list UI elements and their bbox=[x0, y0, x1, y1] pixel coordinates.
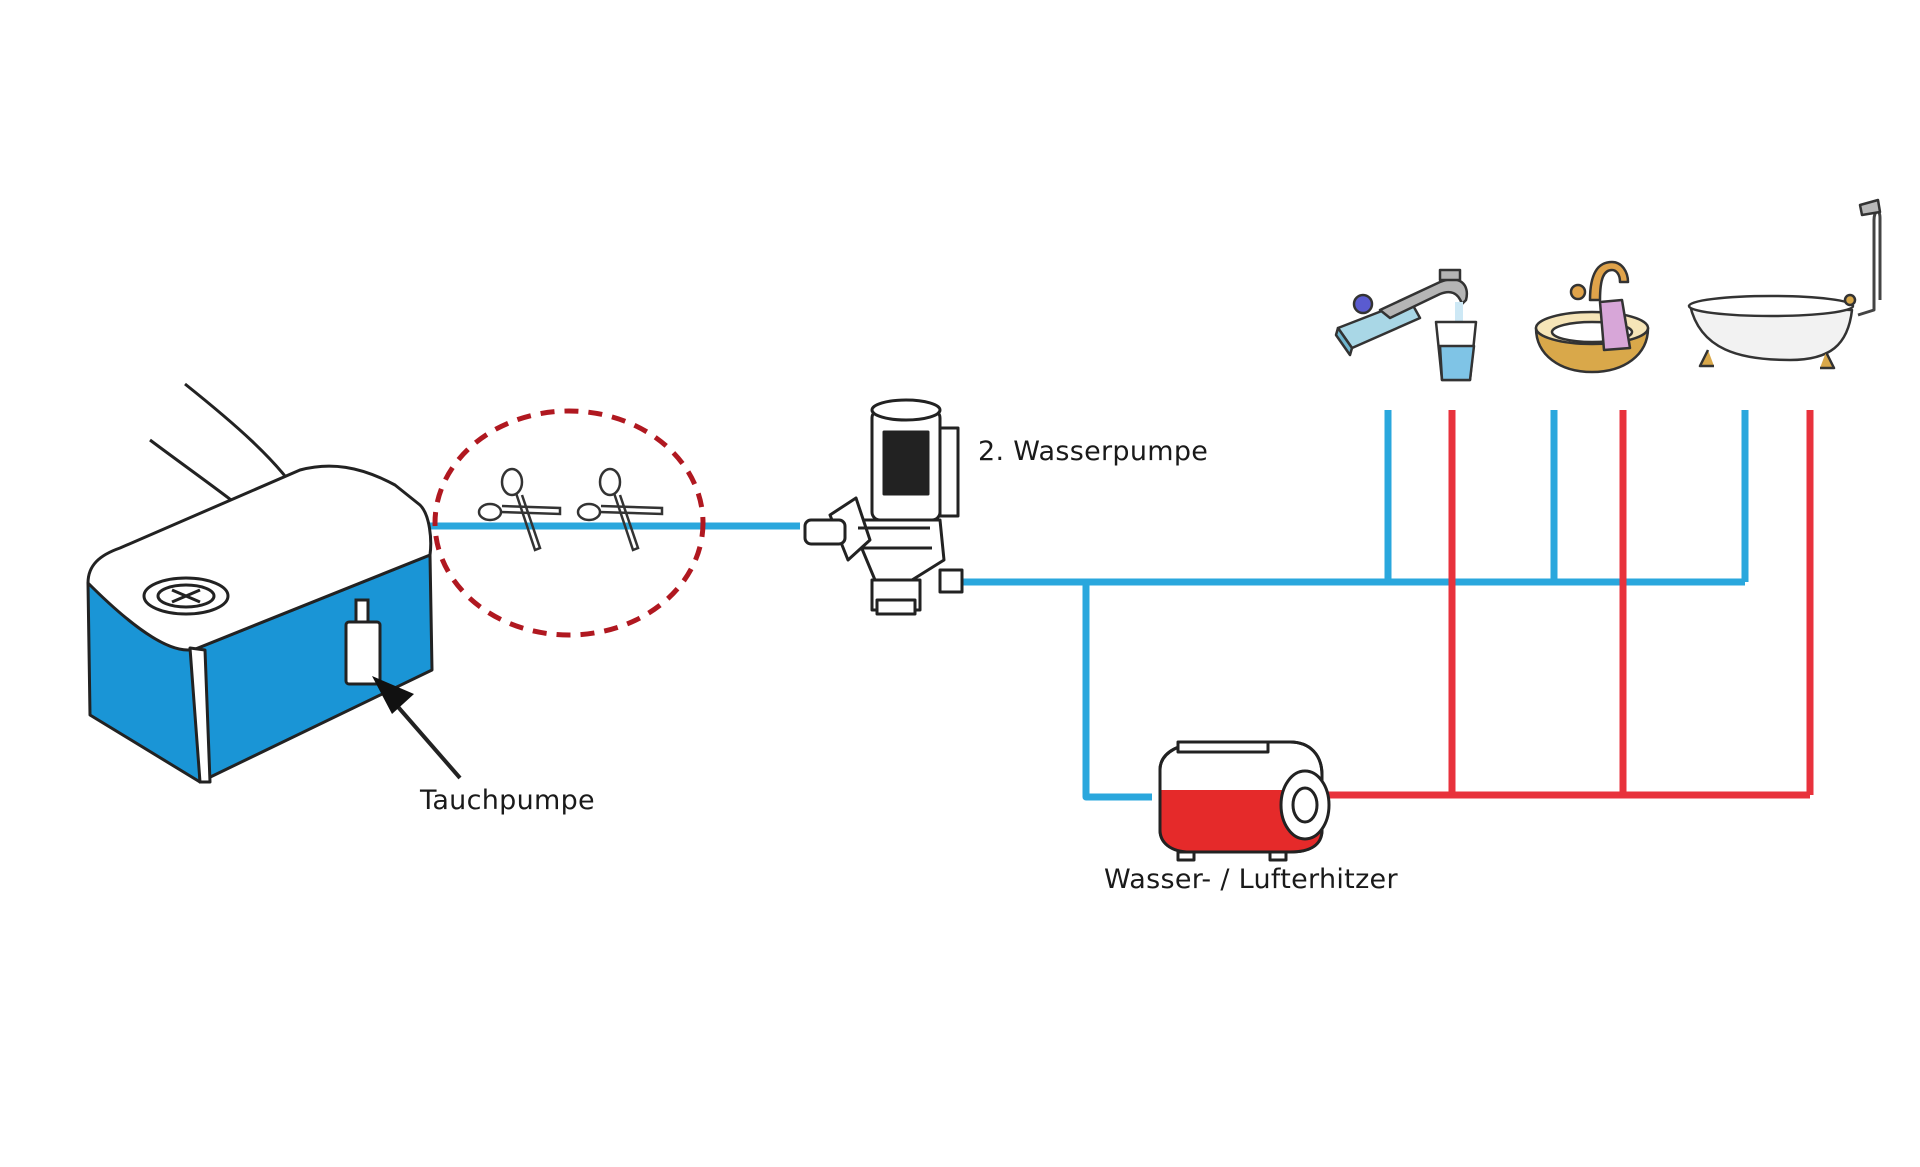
submersible-pump-icon bbox=[344, 598, 382, 686]
cut-marker bbox=[432, 408, 706, 638]
water-heater-icon bbox=[1158, 740, 1331, 862]
wasserpumpe-label: 2. Wasserpumpe bbox=[978, 436, 1209, 467]
faucet-icon bbox=[1334, 268, 1478, 382]
scissors-icon bbox=[576, 467, 664, 552]
tank-icon bbox=[86, 382, 434, 784]
water-pump-icon bbox=[803, 398, 964, 616]
scissors-icon bbox=[477, 467, 562, 552]
marker-circle bbox=[432, 408, 706, 638]
bathtub-icon bbox=[1687, 198, 1882, 370]
heater-label: Wasser- / Lufterhitzer bbox=[1104, 864, 1398, 895]
tauchpumpe-label: Tauchpumpe bbox=[420, 785, 595, 816]
washbasin-icon bbox=[1534, 260, 1650, 374]
cold-water-pipes bbox=[359, 410, 1749, 801]
heater-feed-line bbox=[1082, 582, 1152, 801]
hot-water-pipes bbox=[1312, 410, 1814, 799]
tauchpumpe-arrow bbox=[372, 676, 462, 780]
